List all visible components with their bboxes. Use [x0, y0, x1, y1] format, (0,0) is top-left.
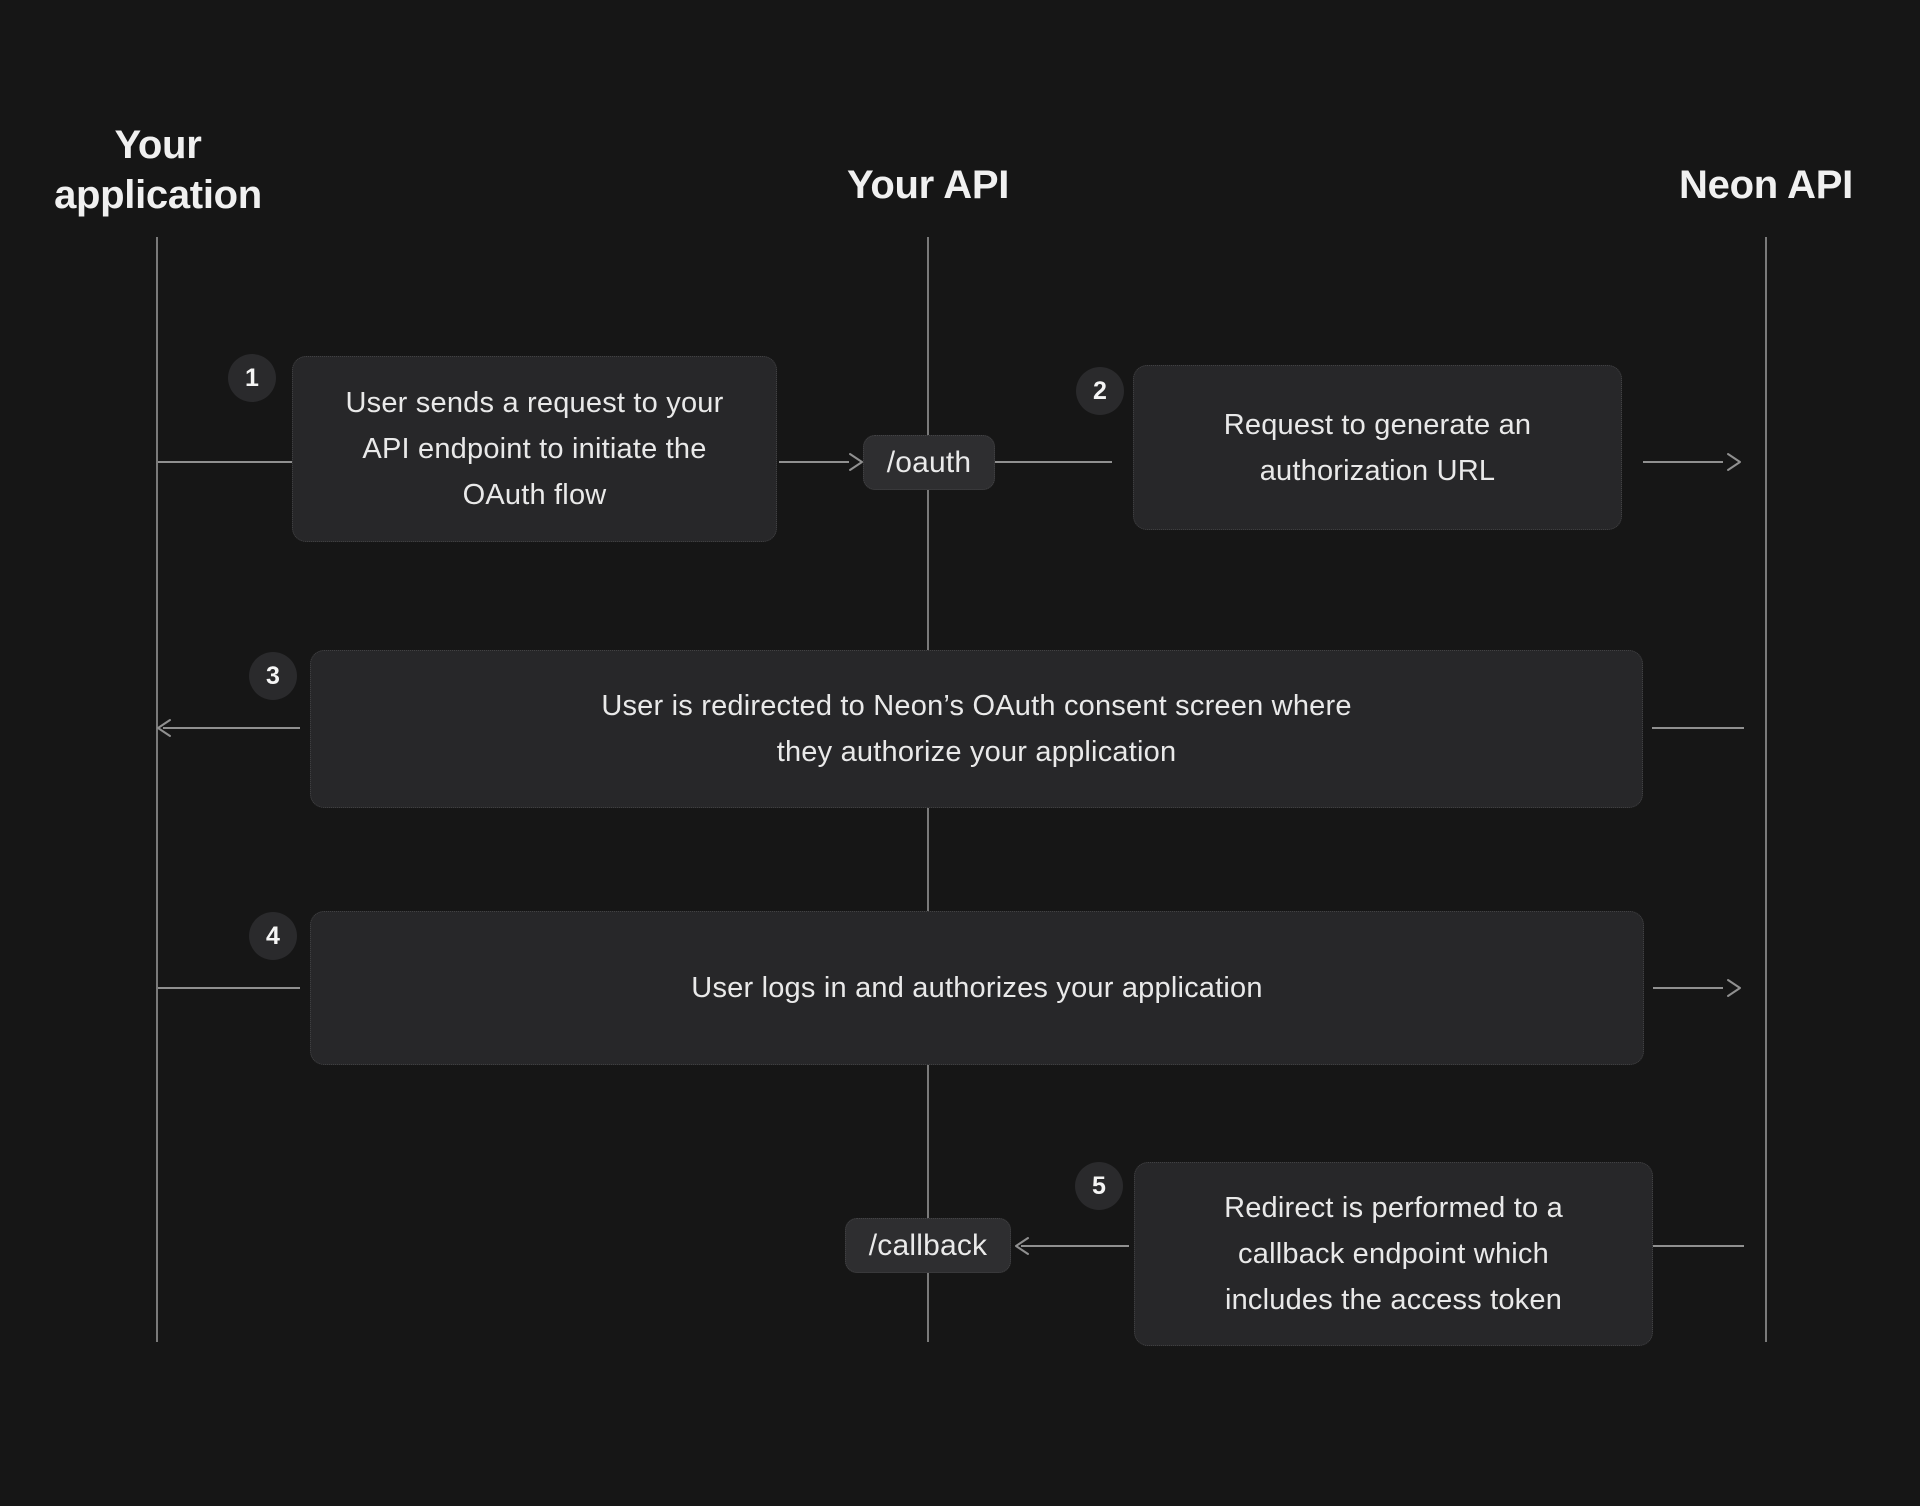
message-line [1653, 987, 1723, 989]
arrowhead-left-icon [1015, 1237, 1029, 1255]
lifeline-your-application [156, 237, 158, 1342]
step-box-4: User logs in and authorizes your applica… [310, 911, 1644, 1065]
actor-label-your-api: Your API [846, 163, 1010, 207]
step-box-5: Redirect is performed to a callback endp… [1134, 1162, 1653, 1346]
message-line [1021, 1245, 1129, 1247]
endpoint-label-oauth: /oauth [863, 435, 995, 490]
step-box-3: User is redirected to Neon’s OAuth conse… [310, 650, 1643, 808]
message-line [158, 987, 300, 989]
message-line [1652, 727, 1744, 729]
actor-label-your-application: Your application [54, 123, 262, 217]
arrowhead-right-icon [849, 453, 863, 471]
step-badge-3: 3 [249, 652, 297, 700]
step-badge-1: 1 [228, 354, 276, 402]
step-badge-5: 5 [1075, 1162, 1123, 1210]
endpoint-label-callback: /callback [845, 1218, 1011, 1273]
step-badge-2: 2 [1076, 367, 1124, 415]
message-line [779, 461, 849, 463]
step-box-2: Request to generate an authorization URL [1133, 365, 1622, 530]
step-box-1: User sends a request to your API endpoin… [292, 356, 777, 542]
lifeline-neon-api [1765, 237, 1767, 1342]
arrowhead-right-icon [1727, 453, 1741, 471]
message-line [163, 727, 300, 729]
message-line [1653, 1245, 1744, 1247]
arrowhead-right-icon [1727, 979, 1741, 997]
actor-label-neon-api: Neon API [1679, 163, 1853, 207]
message-line [995, 461, 1112, 463]
step-badge-4: 4 [249, 912, 297, 960]
message-line [158, 461, 292, 463]
message-line [1643, 461, 1723, 463]
arrowhead-left-icon [157, 719, 171, 737]
